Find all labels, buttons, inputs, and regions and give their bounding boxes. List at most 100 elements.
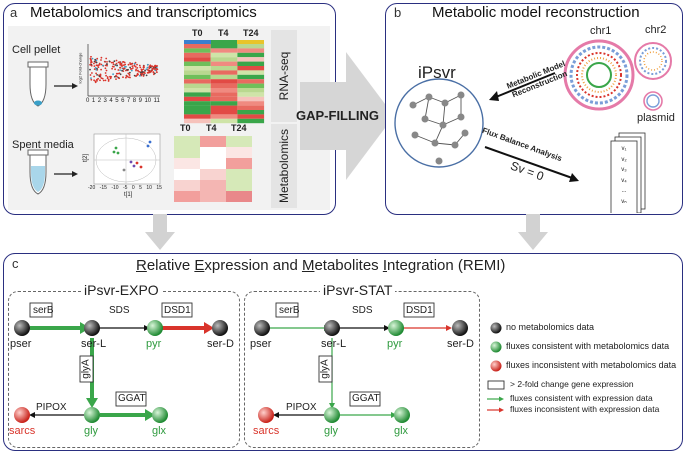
scatter-point xyxy=(90,78,93,81)
title-initial: R xyxy=(136,257,147,274)
scatter-point xyxy=(99,73,102,76)
heatmap-cell xyxy=(210,83,238,88)
scatter-point xyxy=(97,66,100,69)
heatmap-bottom-t0: T0 xyxy=(180,123,191,133)
legend-red-node xyxy=(490,360,502,372)
scatter-point xyxy=(135,69,137,72)
heatmap-cell xyxy=(226,169,252,180)
node-pser xyxy=(254,320,270,336)
gap-filling-label: GAP-FILLING xyxy=(296,108,380,123)
scatter-point xyxy=(123,61,126,64)
panel-b-title: Metabolic model reconstruction xyxy=(432,4,640,21)
scatter-point xyxy=(139,74,141,77)
heatmap-cell xyxy=(184,92,211,97)
scatter-point xyxy=(90,77,92,79)
heatmap-cell xyxy=(200,169,226,180)
flux-vector-entry: v₁ xyxy=(621,146,627,152)
heatmap-cell xyxy=(226,136,252,147)
fold-change-box xyxy=(403,302,435,318)
heatmap-cell xyxy=(184,101,211,106)
stat-label-DSD1: DSD1 xyxy=(406,305,433,316)
heatmap-cell xyxy=(184,48,211,53)
stat-label-SDS: SDS xyxy=(352,305,373,316)
scatter-point xyxy=(146,63,149,66)
scatter-point xyxy=(137,69,139,72)
scatter-point xyxy=(109,77,112,80)
heatmap-cell xyxy=(237,83,265,88)
heatmap-cell xyxy=(184,96,211,102)
scatter-point xyxy=(139,71,142,74)
scatter-point xyxy=(116,64,118,67)
heatmap-cell xyxy=(226,147,252,158)
stat-label-PIPOX: PIPOX xyxy=(286,402,317,413)
scatter-point xyxy=(133,62,136,65)
scatter-point xyxy=(93,79,95,82)
heatmap-cell xyxy=(210,118,238,124)
heatmap-top-t0: T0 xyxy=(192,28,203,38)
scatter-point xyxy=(135,75,137,78)
scatter-point xyxy=(142,75,145,77)
expo-node-pser: pser xyxy=(10,338,32,350)
expo-label-glyA: glyA xyxy=(80,359,92,379)
scatter-point xyxy=(141,69,144,71)
heatmap-cell xyxy=(237,79,265,84)
scatter-point xyxy=(107,80,110,82)
flux-vector-entry: vₙ xyxy=(621,198,627,205)
scatter-point xyxy=(127,63,130,66)
legend-fold-change: > 2-fold change gene expression xyxy=(510,379,634,389)
scatter-point xyxy=(91,72,93,74)
scatter-point xyxy=(126,75,129,78)
scatter-xticks: 0 1 2 3 4 5 6 7 8 9 10 11 xyxy=(86,98,160,104)
scatter-point xyxy=(89,68,91,71)
gap-filling-arrow xyxy=(300,52,394,180)
heatmap-cell xyxy=(237,66,265,71)
scatter-point xyxy=(119,61,121,63)
fold-change-box xyxy=(29,302,53,318)
node-pyr xyxy=(388,320,404,336)
expo-node-serL: ser-L xyxy=(81,338,107,350)
remi-networks xyxy=(14,302,505,423)
scatter-point xyxy=(119,69,121,71)
heatmap-cell xyxy=(210,74,238,80)
scatter-point xyxy=(90,60,92,62)
scatter-point xyxy=(119,62,121,65)
scatter-xtick: 9 xyxy=(138,98,142,104)
scatter-point xyxy=(153,65,155,68)
scatter-point xyxy=(152,71,155,74)
scatter-point xyxy=(95,72,97,75)
pca-xtick: 15 xyxy=(156,185,162,191)
heatmap-cell xyxy=(174,180,200,191)
scatter-point xyxy=(95,69,98,71)
heatmap-cell xyxy=(237,70,265,75)
heatmap-cell xyxy=(210,44,238,49)
chr2-label: chr2 xyxy=(645,24,667,36)
scatter-point xyxy=(90,64,93,67)
expo-label-serB: serB xyxy=(33,305,54,316)
scatter-point xyxy=(149,65,151,68)
scatter-point xyxy=(120,62,123,65)
side-label-metabolomics xyxy=(271,124,297,208)
heatmap-cell xyxy=(200,180,226,191)
scatter-point xyxy=(144,69,147,72)
panel-b-figures xyxy=(394,39,672,213)
stat-title: iPsvr-STAT xyxy=(320,282,396,298)
heatmap-cell xyxy=(210,96,238,102)
scatter-point xyxy=(151,67,154,70)
rnaseq-heatmap xyxy=(184,40,265,124)
scatter-point xyxy=(129,71,131,74)
scatter-point xyxy=(136,72,139,75)
node-serD xyxy=(212,320,228,336)
scatter-point xyxy=(98,62,101,65)
scatter-point xyxy=(146,71,149,74)
expo-node-gly: gly xyxy=(84,425,99,437)
heatmap-cell xyxy=(210,52,238,58)
scatter-point xyxy=(118,77,121,80)
heatmap-cell xyxy=(210,57,238,62)
scatter-point xyxy=(121,69,123,72)
node-serL xyxy=(84,320,100,336)
scatter-point xyxy=(106,76,109,78)
stat-label-GGAT: GGAT xyxy=(352,393,380,404)
legend-no-data: no metabolomics data xyxy=(506,322,595,332)
fold-change-box xyxy=(115,391,147,407)
heatmap-cell xyxy=(210,61,238,66)
